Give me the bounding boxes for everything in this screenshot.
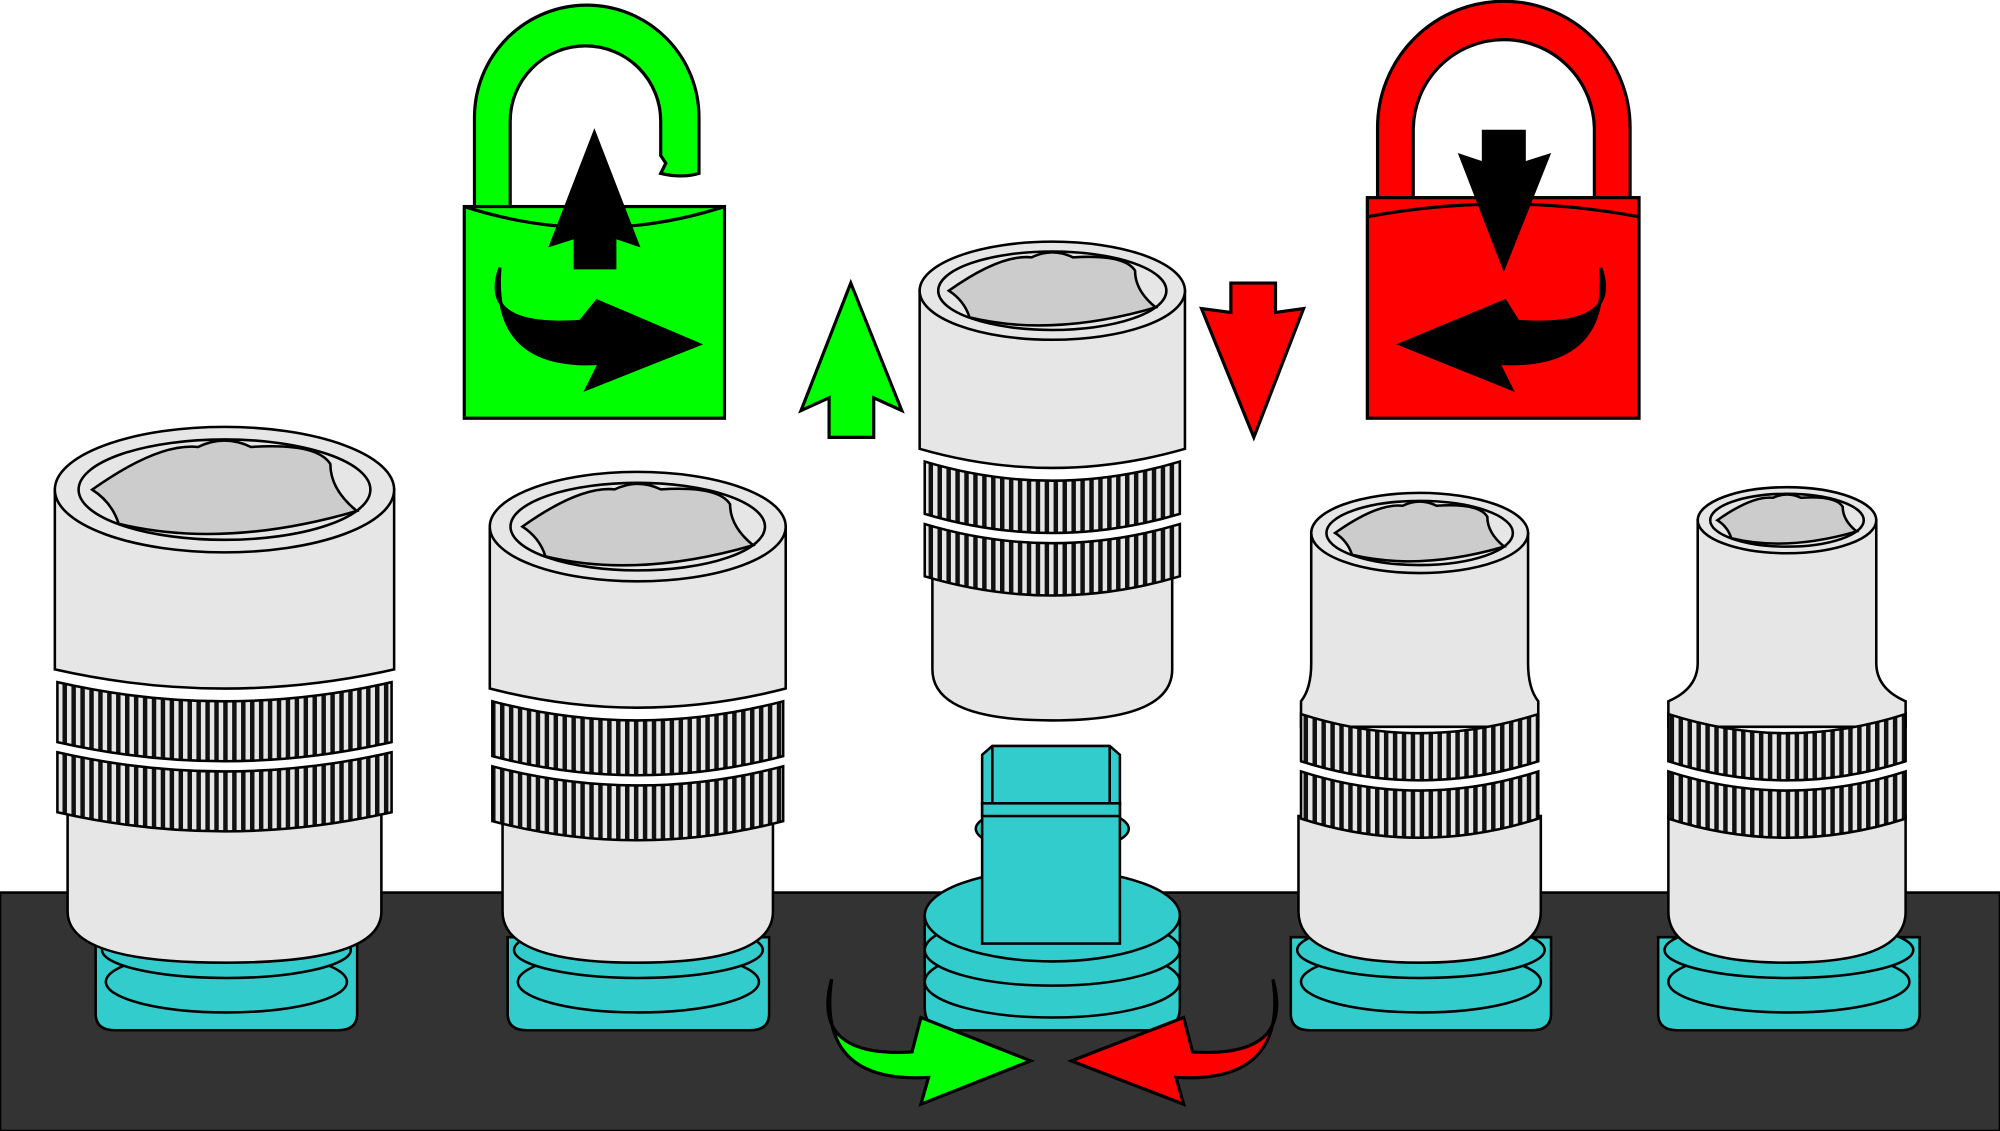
knurl-band <box>491 699 785 777</box>
hex-opening <box>946 251 1159 327</box>
socket-lower-body <box>931 572 1174 722</box>
socket-5 <box>1656 485 1921 1032</box>
knurl-band <box>1667 712 1907 782</box>
socket-lower-body <box>1667 814 1907 964</box>
socket-2 <box>488 470 787 1032</box>
socket-lower-body <box>501 817 775 964</box>
open-padlock-icon <box>462 3 727 420</box>
knurl-band <box>923 459 1182 535</box>
arrow-down-icon <box>1199 281 1307 442</box>
curved-arrow-left-icon <box>1067 978 1279 1107</box>
arrow-up-icon <box>798 278 905 439</box>
socket-upper-body <box>918 289 1187 470</box>
socket-1 <box>53 425 396 1032</box>
hex-opening <box>520 482 756 567</box>
hex-opening <box>1715 493 1860 545</box>
knurl-band <box>1667 769 1907 840</box>
knurl-band <box>1299 769 1540 840</box>
knurl-band <box>56 750 393 833</box>
knurl-band <box>923 522 1182 597</box>
hex-opening <box>1332 500 1507 563</box>
closed-padlock-icon <box>1365 0 1641 420</box>
knurl-band <box>491 764 785 842</box>
hex-opening <box>89 439 360 536</box>
socket-4 <box>1289 491 1553 1032</box>
curved-arrow-right-icon <box>826 978 1035 1107</box>
knurl-band <box>56 680 393 763</box>
socket-lower-body <box>1297 814 1543 964</box>
socket-lower-body <box>66 808 383 964</box>
drive-adapter <box>923 744 1182 1032</box>
sockets <box>53 240 1921 1032</box>
socket-3 <box>918 240 1187 722</box>
knurl-band <box>1299 712 1540 782</box>
